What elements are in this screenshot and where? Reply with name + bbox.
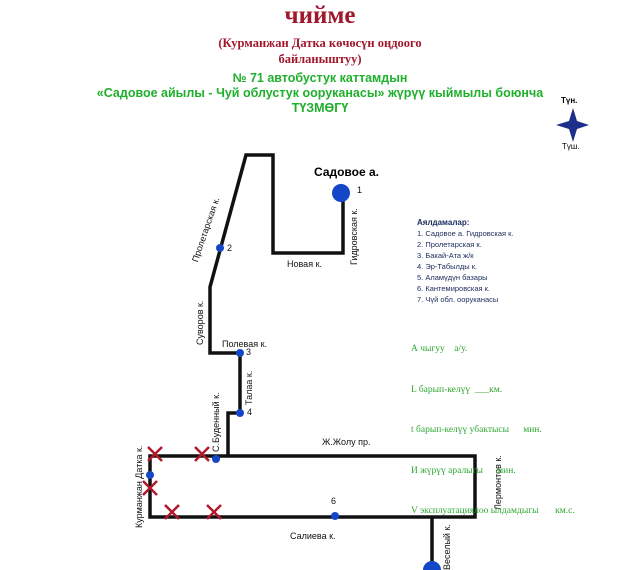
legend-item: 3. Бакай-Ата ж/к — [417, 251, 474, 260]
legend-item: 5. Аламүдүн базары — [417, 273, 488, 282]
stop-1-terminal — [332, 184, 350, 202]
stop-6 — [331, 512, 339, 520]
param-line: t барып-келүү убактысы мин. — [411, 425, 542, 435]
param-line: V эксплуатациялоо ылдамдыгы км.с. — [411, 506, 575, 516]
street-kurmanjan: Курманжан Датка к. — [134, 445, 144, 528]
stop-number-4: 4 — [247, 407, 253, 417]
route-line3: ТҮЗМӨГҮ — [291, 101, 349, 115]
page-title: чийме — [284, 2, 356, 29]
street-polevaya: Полевая к. — [222, 339, 268, 349]
legend-item: 4. Эр-Табылды к. — [417, 262, 478, 271]
stop-number-1: 1 — [357, 185, 363, 195]
route-line2: «Садовое айылы - Чуй облустук ооруканасы… — [96, 86, 544, 100]
param-line: L барып-келүү ___км. — [411, 384, 503, 395]
street-talaa: Талаа к. — [244, 370, 254, 405]
compass-north: Түн. — [561, 96, 578, 105]
street-gidrovskaya: Гидровская к. — [349, 208, 359, 265]
stops-legend: Аялдамалар: 1. Садовое а. Гидровская к. … — [417, 217, 514, 305]
stop-number-3: 3 — [246, 347, 252, 357]
legend-item: 6. Кантемировская к. — [417, 284, 491, 293]
param-line: А чыгуу а/у. — [411, 344, 468, 354]
stop-2 — [216, 244, 224, 252]
stop-3 — [236, 349, 244, 357]
street-salieva: Салиева к. — [290, 531, 336, 541]
street-novaya: Новая к. — [287, 259, 323, 269]
stop-kurmanjan — [146, 471, 154, 479]
street-budenny: С.Буденный к. — [211, 392, 221, 452]
place-label: Садовое а. — [314, 165, 379, 179]
subtitle-line2: байланыштуу) — [278, 52, 362, 66]
stop-number-6: 6 — [331, 496, 337, 506]
legend-title: Аялдамалар: — [417, 218, 470, 227]
stop-7-terminal — [423, 561, 441, 570]
legend-item: 1. Садовое а. Гидровская к. — [417, 229, 514, 238]
street-suvorov: Суворов к. — [195, 300, 205, 345]
route-parameters: А чыгуу а/у. L барып-келүү ___км. t бары… — [411, 316, 575, 546]
subtitle-line1: (Курманжан Датка көчөсүн оңдоого — [218, 36, 422, 50]
stop-number-2: 2 — [227, 243, 233, 253]
street-zholu: Ж.Жолу пр. — [322, 437, 371, 447]
stop-5 — [212, 455, 220, 463]
legend-item: 2. Пролетарская к. — [417, 240, 482, 249]
compass-south: Түш. — [562, 142, 580, 151]
stop-4 — [236, 409, 244, 417]
legend-item: 7. Чүй обл. ооруканасы — [417, 295, 499, 304]
closed-road-marks — [142, 446, 222, 520]
param-line: И жүрүү аралыгы мин. — [411, 465, 516, 476]
route-line1: № 71 автобустук каттамдын — [232, 71, 408, 85]
